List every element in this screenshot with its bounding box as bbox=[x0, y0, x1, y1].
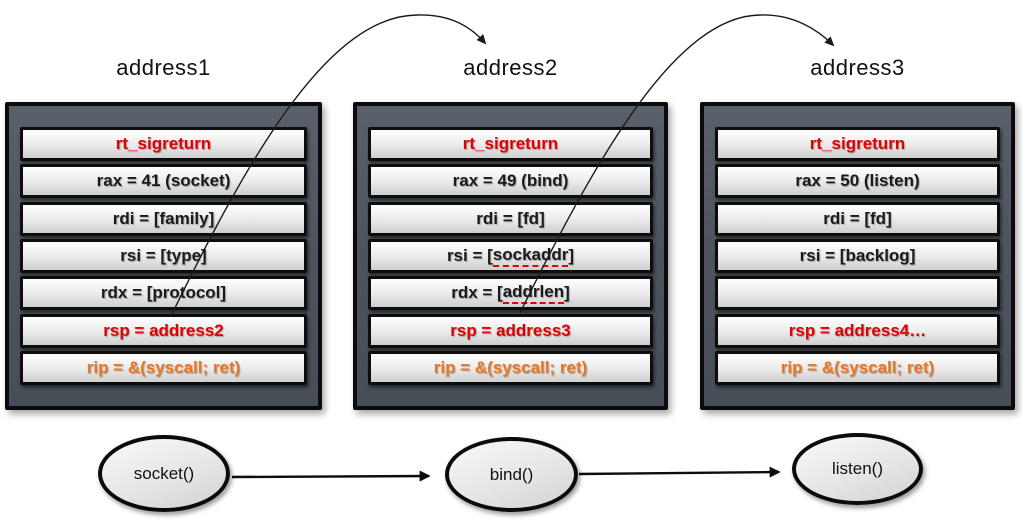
frame-title-address3: address3 bbox=[810, 55, 905, 80]
stack-row: rdi = [fd] bbox=[715, 201, 1000, 236]
stack-row: rsp = address4… bbox=[715, 313, 1000, 348]
stack-row: rsi = [backlog] bbox=[715, 238, 1000, 273]
stack-row: rax = 49 (bind) bbox=[368, 164, 653, 199]
stack-row: rdi = [fd] bbox=[368, 201, 653, 236]
stack-row: rax = 41 (socket) bbox=[20, 164, 307, 199]
stack-row: rsp = address3 bbox=[368, 313, 653, 348]
flow-node-socket: socket() bbox=[98, 435, 230, 512]
stack-row: rt_sigreturn bbox=[715, 127, 1000, 161]
flow-arrow-bind-to-listen bbox=[578, 466, 781, 478]
stack-row: rip = &(syscall; ret) bbox=[20, 350, 307, 385]
stack-row: rip = &(syscall; ret) bbox=[368, 350, 653, 385]
flow-node-bind: bind() bbox=[445, 437, 578, 512]
stack-row: rdi = [family] bbox=[20, 201, 307, 236]
flow-node-label: socket() bbox=[133, 463, 195, 483]
stack-row: rax = 50 (listen) bbox=[715, 164, 1000, 199]
misspelled-word: sockaddr bbox=[492, 245, 569, 267]
stack-row: rdx = [protocol] bbox=[20, 276, 307, 311]
frame-title-address1: address1 bbox=[116, 55, 211, 80]
stack-row: rsp = address2 bbox=[20, 313, 307, 348]
stack-row: rsi = [sockaddr] bbox=[368, 238, 653, 273]
frame-title-address2: address2 bbox=[463, 55, 558, 80]
flow-node-label: listen() bbox=[831, 459, 883, 478]
flow-arrow-socket-to-bind bbox=[231, 470, 431, 482]
misspelled-word: addrlen bbox=[502, 282, 565, 305]
stack-row: rdx = [addrlen] bbox=[368, 276, 653, 311]
stack-row: rip = &(syscall; ret) bbox=[715, 350, 1000, 385]
stack-row: rt_sigreturn bbox=[368, 127, 653, 161]
flow-node-listen: listen() bbox=[792, 433, 923, 505]
stack-row: rsi = [type] bbox=[20, 238, 307, 273]
stack-row bbox=[715, 276, 1000, 311]
stack-row: rt_sigreturn bbox=[20, 127, 307, 161]
flow-node-label: bind() bbox=[489, 464, 534, 484]
